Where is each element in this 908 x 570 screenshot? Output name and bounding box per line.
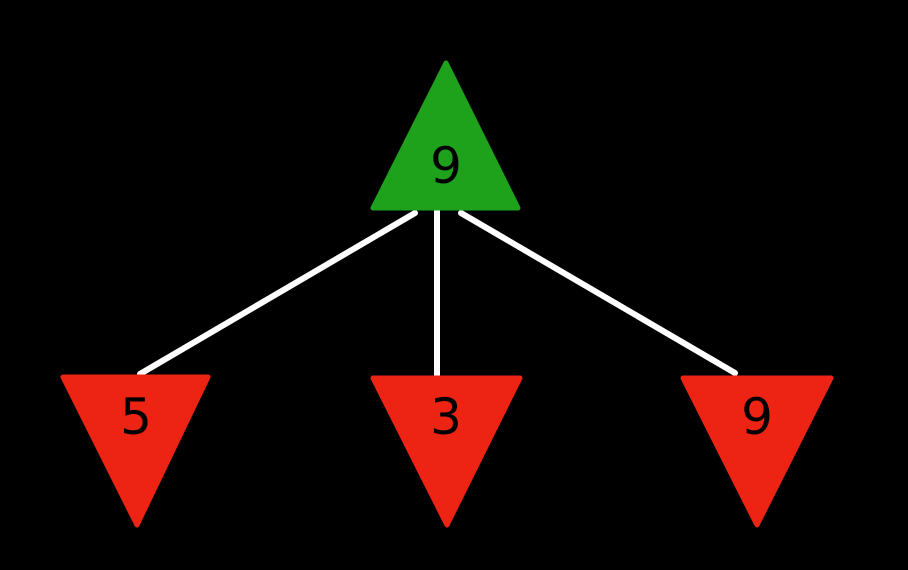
root-node-value: 9: [430, 137, 462, 195]
child-node-right-value: 9: [741, 388, 773, 446]
edge-root-to-right-child: [458, 210, 738, 376]
min-triangle-icon: [680, 375, 834, 528]
max-triangle-icon: [370, 60, 521, 211]
child-node-middle-value: 3: [430, 388, 462, 446]
min-triangle-icon: [60, 374, 211, 528]
child-node-middle[interactable]: 3: [370, 375, 523, 528]
root-node[interactable]: 9: [370, 60, 521, 211]
edge-root-to-left-child: [137, 210, 418, 377]
min-triangle-icon: [370, 375, 523, 528]
edges: [137, 207, 738, 381]
child-node-left[interactable]: 5: [60, 374, 211, 528]
child-node-right[interactable]: 9: [680, 375, 834, 528]
child-node-left-value: 5: [120, 388, 152, 446]
